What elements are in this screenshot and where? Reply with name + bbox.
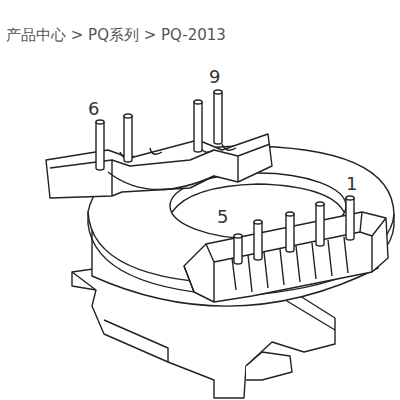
back-slots xyxy=(120,144,236,158)
pin xyxy=(194,100,202,152)
pin xyxy=(124,114,132,162)
pin xyxy=(96,120,104,170)
bottom-notch xyxy=(246,352,292,380)
front-block-face xyxy=(184,212,386,302)
back-pin-block xyxy=(46,134,272,198)
pin-number: 1 xyxy=(346,175,357,193)
pin xyxy=(214,90,222,144)
pin xyxy=(346,196,354,240)
pin xyxy=(316,202,324,246)
pin xyxy=(254,220,262,260)
breadcrumb: 产品中心 > PQ系列 > PQ-2013 xyxy=(6,28,226,43)
pins xyxy=(96,90,354,264)
pin xyxy=(286,212,294,252)
pin-number: 9 xyxy=(209,68,220,86)
front-pin-block xyxy=(184,212,388,302)
pin xyxy=(234,234,242,264)
pin-number: 6 xyxy=(88,100,99,118)
back-block-face xyxy=(50,144,270,196)
pin-number: 5 xyxy=(217,208,228,226)
